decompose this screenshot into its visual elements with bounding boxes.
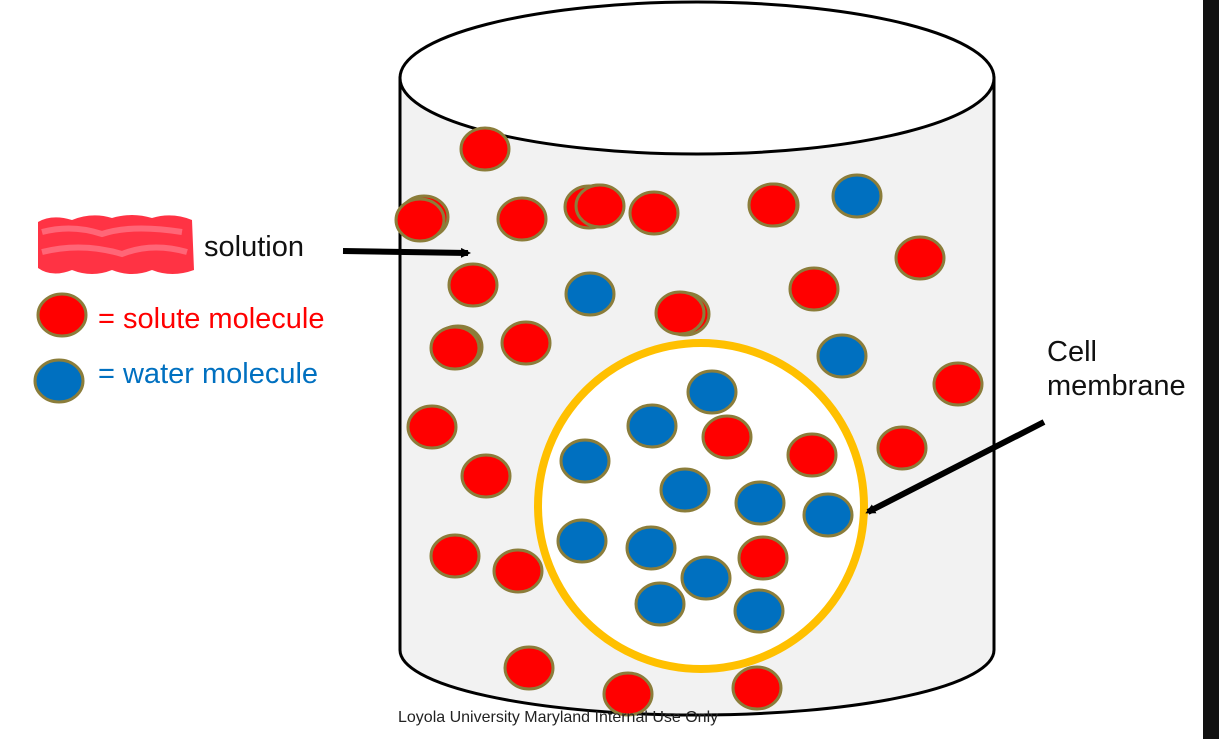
solute-molecule — [447, 262, 499, 308]
solute-molecule-inside-cell — [701, 414, 753, 460]
solute-molecule — [500, 320, 552, 366]
solute-molecule — [747, 182, 799, 228]
solute-molecule — [394, 197, 446, 243]
legend-water-swatch — [33, 358, 85, 404]
window-edge-bar — [1203, 0, 1219, 739]
water-molecule-inside-cell — [802, 492, 854, 538]
container-top-opening — [398, 0, 996, 156]
solute-molecule — [894, 235, 946, 281]
water-molecule-inside-cell — [686, 369, 738, 415]
solute-molecule — [503, 645, 555, 691]
solute-molecule — [731, 665, 783, 711]
water-molecule-inside-cell — [659, 467, 711, 513]
water-molecule-inside-cell — [634, 581, 686, 627]
water-molecule-inside-cell — [733, 588, 785, 634]
solute-molecule — [628, 190, 680, 236]
cell-label-line2: membrane — [1047, 370, 1186, 402]
solute-molecule — [788, 266, 840, 312]
solute-molecule — [496, 196, 548, 242]
solute-molecule — [492, 548, 544, 594]
water-molecule — [831, 173, 883, 219]
solute-molecule — [429, 533, 481, 579]
footer-text: Loyola University Maryland Internal Use … — [398, 709, 719, 726]
solution-arrow — [342, 247, 471, 258]
redaction-scribble — [38, 215, 194, 274]
solute-molecule — [876, 425, 928, 471]
cell-membrane-label: Cell membrane — [1047, 335, 1186, 403]
solute-molecule — [574, 183, 626, 229]
water-molecule-inside-cell — [680, 555, 732, 601]
cell-label-line1: Cell — [1047, 336, 1097, 368]
water-molecule-inside-cell — [559, 438, 611, 484]
legend-water-label: = water molecule — [98, 358, 319, 390]
water-molecule-inside-cell — [734, 480, 786, 526]
solute-molecule — [460, 453, 512, 499]
solute-molecule — [429, 325, 481, 371]
solute-molecule — [654, 290, 706, 336]
water-molecule — [816, 333, 868, 379]
solute-molecule-inside-cell — [786, 432, 838, 478]
membrane-arrow — [865, 419, 1046, 515]
solute-molecule — [406, 404, 458, 450]
molecule-layer — [394, 126, 984, 717]
solute-molecule — [602, 671, 654, 717]
solute-molecule — [932, 361, 984, 407]
water-molecule-inside-cell — [556, 518, 608, 564]
water-molecule-inside-cell — [625, 525, 677, 571]
legend-solute-label: = solute molecule — [98, 303, 325, 335]
water-molecule — [564, 271, 616, 317]
legend-solute-swatch — [36, 292, 88, 338]
solution-label: solution — [204, 231, 304, 263]
solute-molecule — [459, 126, 511, 172]
solute-molecule-inside-cell — [737, 535, 789, 581]
water-molecule-inside-cell — [626, 403, 678, 449]
